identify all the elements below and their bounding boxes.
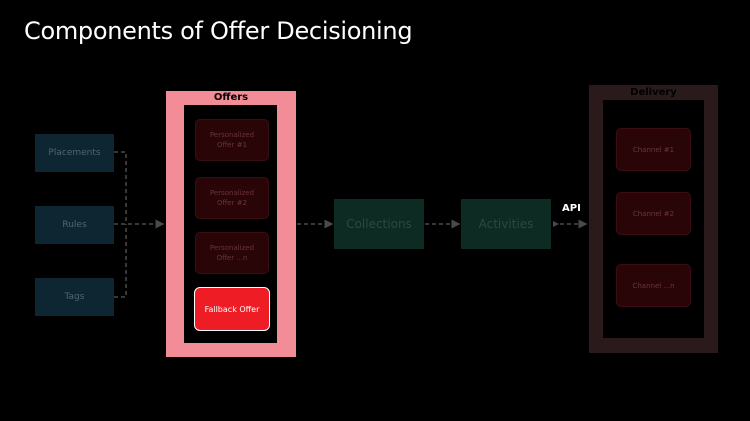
personalized-offer-2: Personalized Offer #2 xyxy=(195,177,269,219)
offer-line1: Personalized xyxy=(209,131,255,139)
delivery-label: Delivery xyxy=(630,87,677,98)
offer-line2: Offer ...n xyxy=(216,254,248,262)
page-title: Components of Offer Decisioning xyxy=(24,17,413,45)
placements-box: Placements xyxy=(35,134,114,172)
offers-label: Offers xyxy=(213,92,249,103)
collections-box: Collections xyxy=(334,199,424,249)
rules-box: Rules xyxy=(35,206,114,244)
personalized-offer-n: Personalized Offer ...n xyxy=(195,232,269,274)
activities-box: Activities xyxy=(461,199,551,249)
offer-line1: Personalized xyxy=(209,189,255,197)
fallback-offer: Fallback Offer xyxy=(194,287,270,331)
channel-2: Channel #2 xyxy=(616,192,691,235)
tags-connector xyxy=(114,224,127,298)
api-arrow-left xyxy=(553,221,559,227)
channel-n: Channel ...n xyxy=(616,264,691,307)
offer-line2: Offer #2 xyxy=(216,199,248,207)
offer-line2: Offer #1 xyxy=(216,141,248,149)
placements-connector xyxy=(114,151,127,224)
personalized-offer-1: Personalized Offer #1 xyxy=(195,119,269,161)
tags-box: Tags xyxy=(35,278,114,316)
offer-line1: Personalized xyxy=(209,244,255,252)
channel-1: Channel #1 xyxy=(616,128,691,171)
api-label: API xyxy=(562,203,581,214)
